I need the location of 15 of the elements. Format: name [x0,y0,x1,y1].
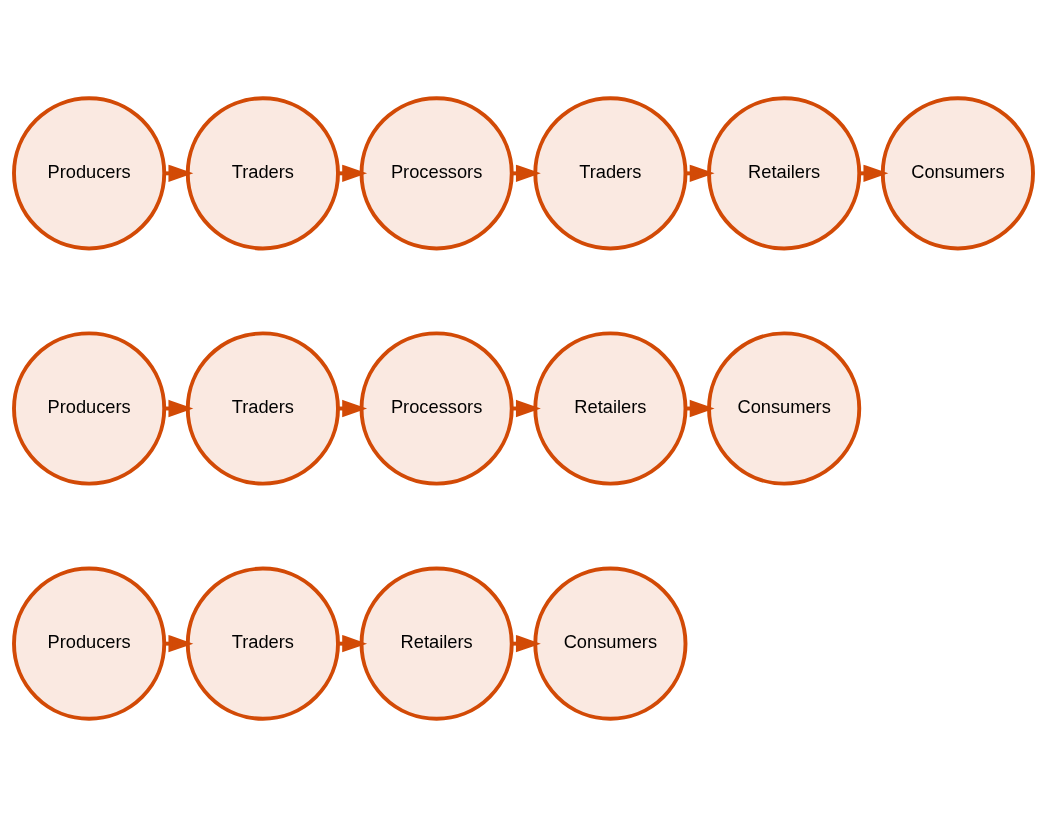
node-circle: Producers [12,330,167,486]
node-circle: Consumers [880,95,1035,250]
node-circle: Producers [12,95,167,250]
node-circle: Traders [533,95,688,250]
node-circle: Consumers [533,566,688,721]
node-circle: Processors [359,330,514,486]
node-circle: Producers [12,566,167,721]
node-circle: Traders [185,95,340,250]
node-circle: Retailers [533,330,688,486]
node-circle: Traders [185,566,340,721]
node-circle: Processors [359,95,514,250]
node-circle: Consumers [707,330,862,486]
node-circle: Traders [185,330,340,486]
node-circle: Retailers [359,566,514,721]
node-circle: Retailers [707,95,862,250]
